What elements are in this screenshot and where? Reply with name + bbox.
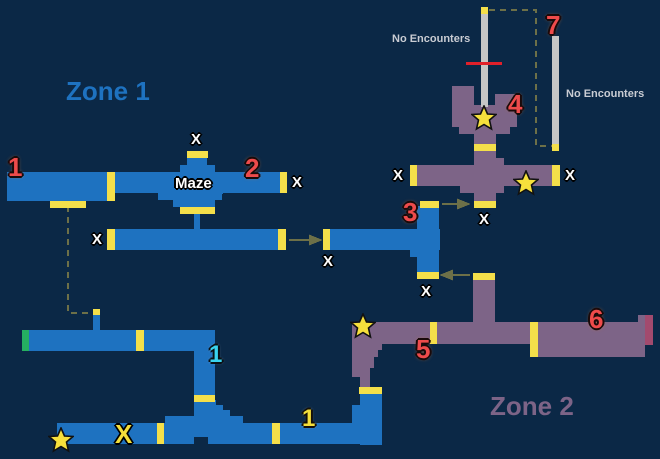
marker-5: 5 bbox=[416, 334, 431, 364]
arrow-right-icon bbox=[309, 234, 323, 246]
room-5-corridor bbox=[352, 322, 537, 344]
no-encounter-path-right bbox=[552, 36, 559, 144]
connector-zone1-warp bbox=[67, 206, 93, 314]
x-mark: X bbox=[421, 283, 432, 300]
connector-7-loop bbox=[489, 9, 552, 147]
star-icon bbox=[513, 170, 539, 196]
no-encounters-note-left: No Encounters bbox=[392, 33, 471, 45]
zone-2-title: Zone 2 bbox=[490, 391, 574, 421]
x-mark: X bbox=[292, 174, 303, 191]
star-icon bbox=[350, 313, 376, 339]
no-encounters-note-right: No Encounters bbox=[566, 88, 645, 100]
marker-2: 2 bbox=[245, 153, 260, 183]
zone-1-title: Zone 1 bbox=[66, 76, 150, 106]
maze-room bbox=[187, 158, 207, 166]
bottom-corridor bbox=[57, 423, 382, 444]
lower-corridor bbox=[22, 330, 208, 351]
maze-label: Maze bbox=[175, 175, 212, 192]
x-mark: X bbox=[565, 167, 576, 184]
marker-1: 1 bbox=[8, 152, 23, 182]
room-6-corridor bbox=[530, 322, 645, 357]
arrow-left-icon bbox=[439, 269, 453, 281]
marker-6: 6 bbox=[589, 304, 604, 334]
x-mark: X bbox=[92, 231, 103, 248]
no-encounter-paths bbox=[481, 12, 559, 144]
x-mark: X bbox=[479, 211, 490, 228]
x-mark: X bbox=[323, 253, 334, 270]
marker-cyan-1: 1 bbox=[209, 341, 223, 368]
arrows bbox=[289, 198, 471, 281]
dashed-connectors bbox=[67, 9, 552, 314]
star-icon bbox=[471, 105, 497, 131]
x-mark: X bbox=[191, 131, 202, 148]
star-icon bbox=[48, 427, 74, 453]
doors bbox=[50, 7, 560, 444]
marker-3: 3 bbox=[403, 197, 418, 227]
marker-7: 7 bbox=[546, 10, 561, 40]
marker-gold-x: X bbox=[115, 419, 133, 449]
arrow-right-icon bbox=[457, 198, 471, 210]
start-door bbox=[22, 330, 29, 351]
corridor-2 bbox=[108, 229, 286, 250]
blocked-line bbox=[466, 62, 502, 65]
no-encounter-path-left bbox=[481, 12, 488, 107]
room-1-corridor bbox=[7, 172, 115, 201]
x-mark: X bbox=[393, 167, 404, 184]
exit-door bbox=[645, 315, 653, 345]
marker-4: 4 bbox=[508, 89, 523, 119]
zone2-riser bbox=[473, 280, 495, 325]
marker-gold-1: 1 bbox=[302, 405, 316, 432]
zone1-rooms bbox=[7, 158, 440, 445]
room-4 bbox=[452, 86, 474, 106]
